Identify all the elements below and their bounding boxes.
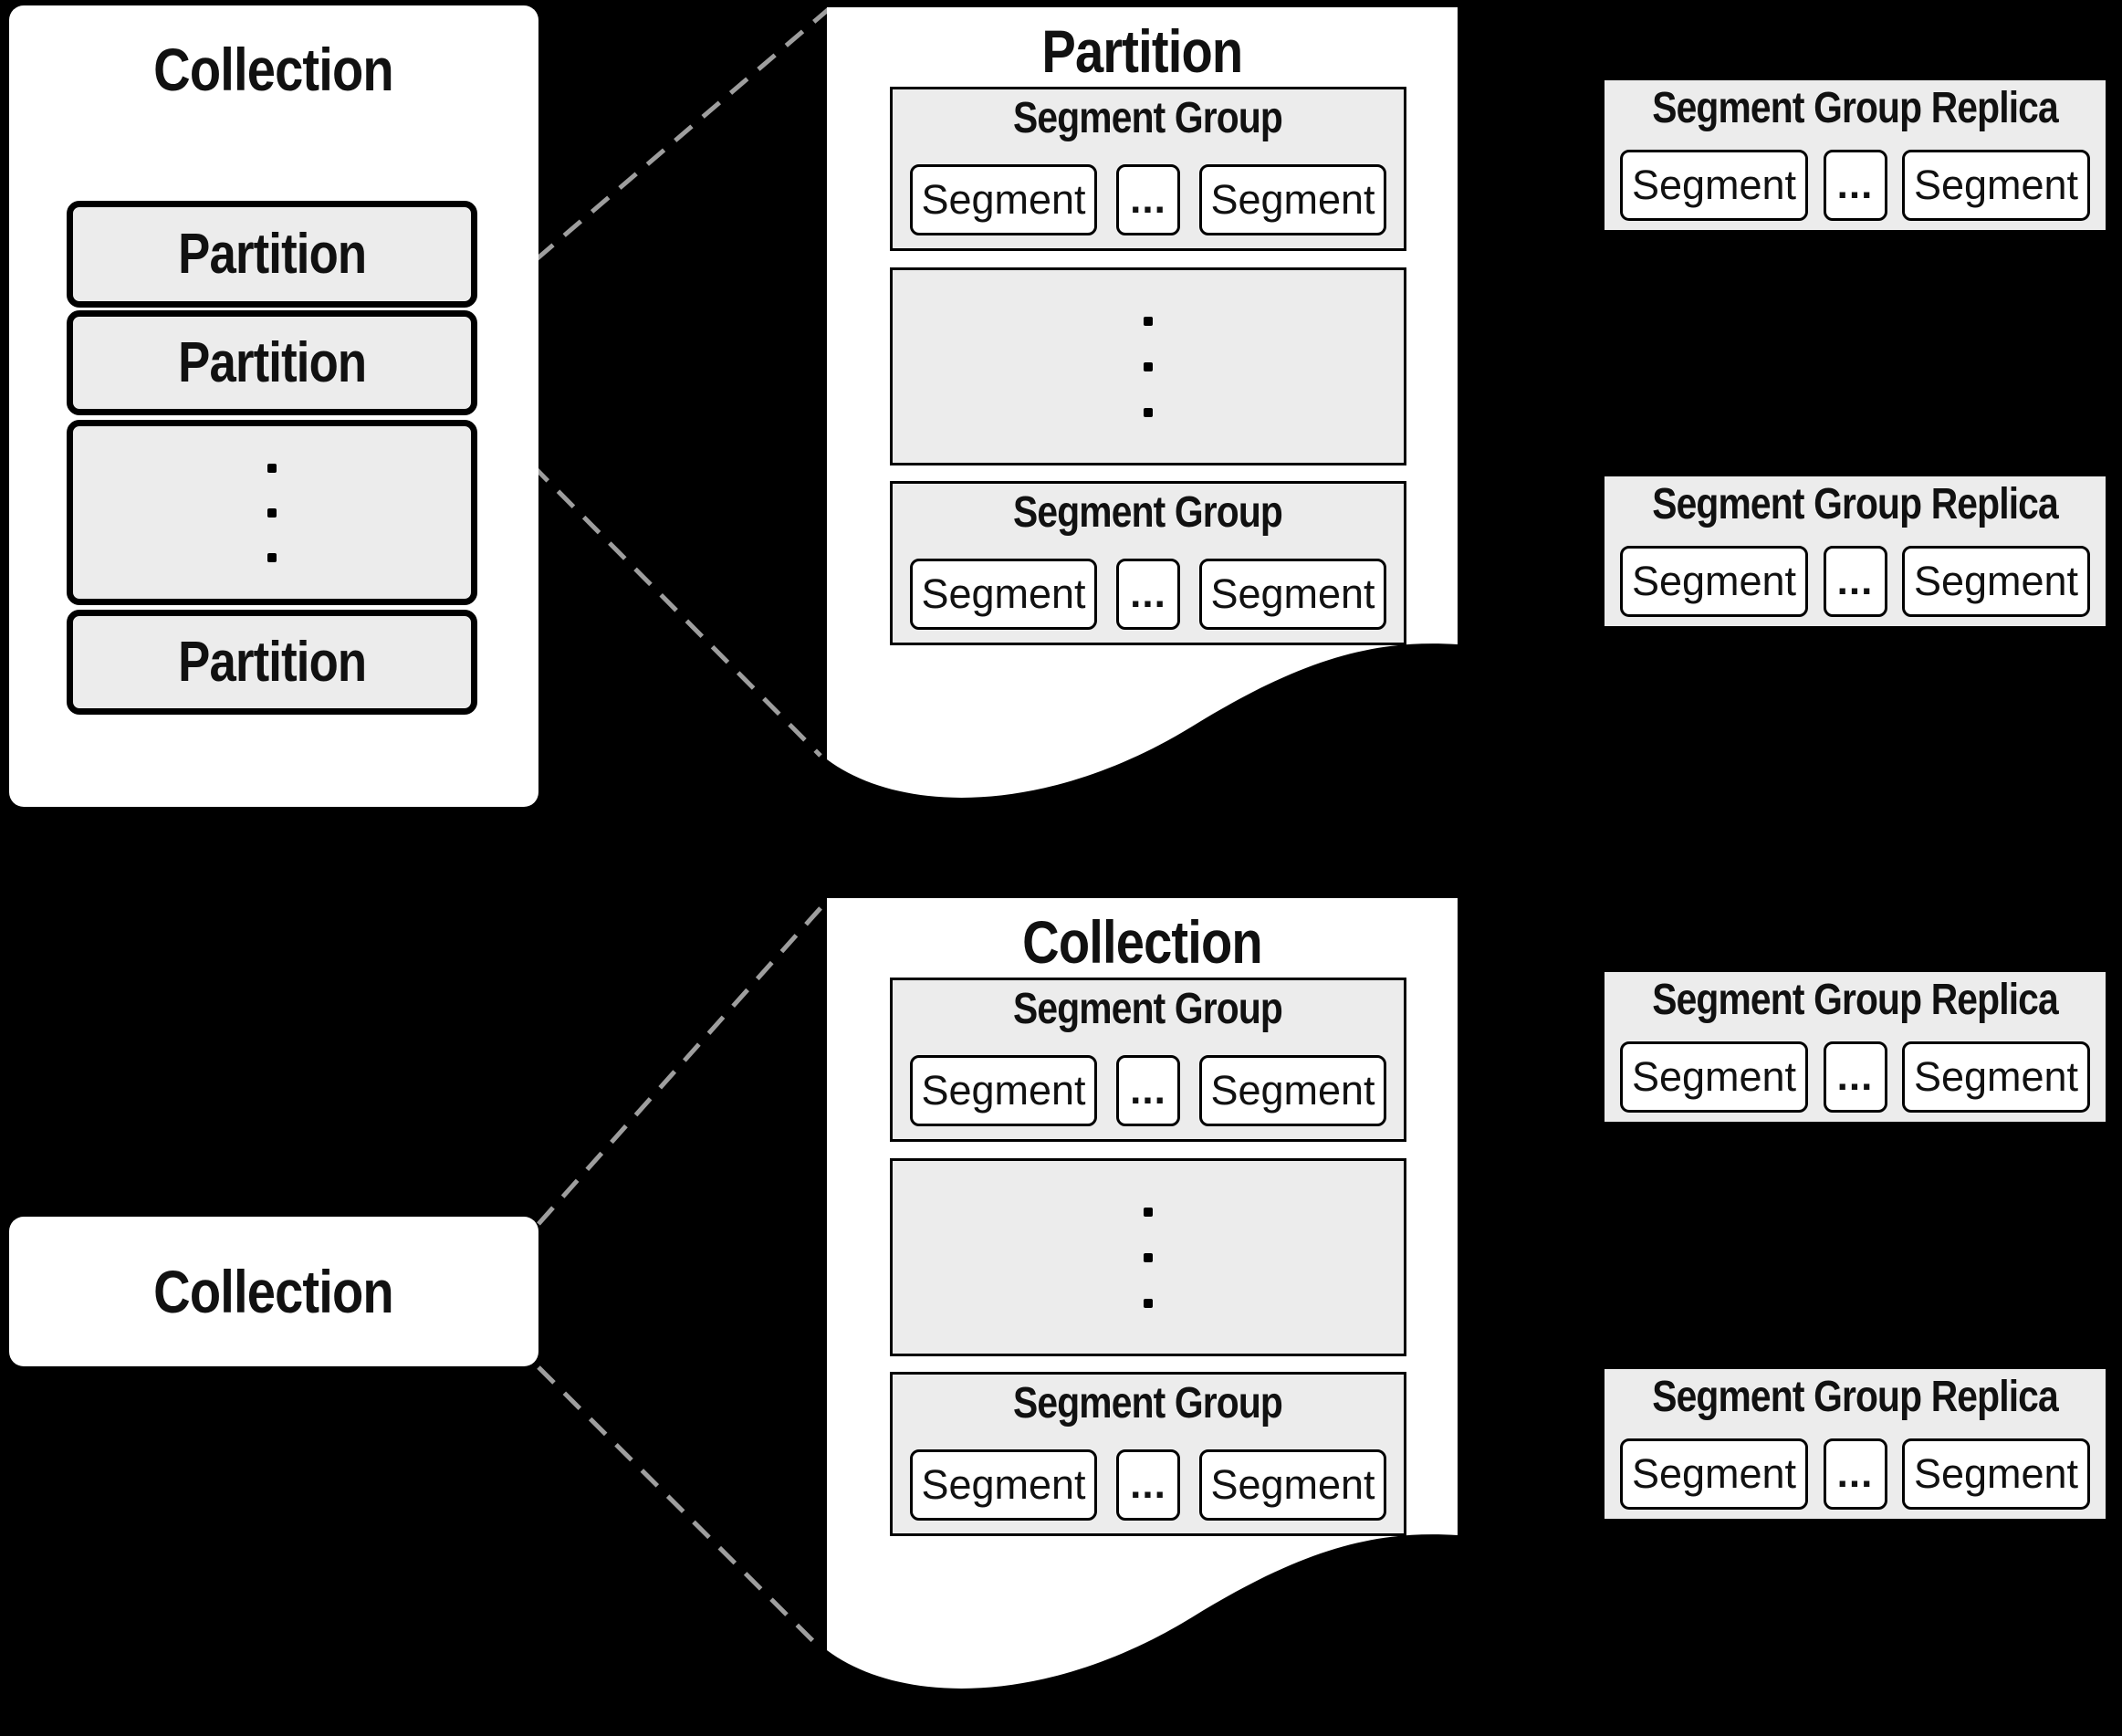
partition-detail-page: Partition Segment Group Segment ... Segm… bbox=[827, 7, 1458, 829]
segment-group-box: Segment Group Segment ... Segment bbox=[890, 87, 1406, 251]
ellipsis-dot bbox=[1144, 361, 1153, 371]
segment-box: Segment bbox=[1902, 546, 2090, 617]
segment-group-box: Segment Group Segment ... Segment bbox=[890, 1372, 1406, 1536]
segment-box: Segment bbox=[1620, 150, 1808, 221]
partition-box: Partition bbox=[67, 201, 477, 308]
segment-group-box: Segment Group Segment ... Segment bbox=[890, 978, 1406, 1142]
vertical-ellipsis-icon bbox=[893, 270, 1404, 463]
ellipsis-dot bbox=[1144, 316, 1153, 326]
ellipsis-dot bbox=[1144, 1252, 1153, 1262]
segment-row: Segment ... Segment bbox=[1620, 546, 2090, 617]
collection-card-title: Collection bbox=[153, 36, 395, 103]
segment-group-replica-box: Segment Group Replica Segment ... Segmen… bbox=[1602, 969, 2108, 1124]
segment-box: Segment bbox=[1199, 1055, 1386, 1126]
segment-group-replica-title: Segment Group Replica bbox=[1652, 84, 2058, 132]
segment-box: Segment bbox=[1620, 546, 1808, 617]
segment-box: Segment bbox=[1199, 164, 1386, 235]
zoom-dashed-connector-top-upper bbox=[479, 7, 831, 309]
ellipsis-box: ... bbox=[1116, 1449, 1180, 1521]
segment-row: Segment ... Segment bbox=[1620, 1438, 2090, 1510]
segment-box: Segment bbox=[1902, 1438, 2090, 1510]
zoom-dashed-connector-bottom-lower bbox=[537, 1365, 822, 1650]
segment-row: Segment ... Segment bbox=[1620, 150, 2090, 221]
ellipsis-box: ... bbox=[1116, 559, 1180, 630]
partition-box: Partition bbox=[67, 310, 477, 415]
vertical-ellipsis-icon bbox=[73, 426, 471, 599]
segment-row: Segment ... Segment bbox=[910, 1055, 1386, 1126]
ellipsis-box: ... bbox=[1823, 1041, 1887, 1113]
ellipsis-box: ... bbox=[1116, 164, 1180, 235]
segment-group-box: Segment Group Segment ... Segment bbox=[890, 481, 1406, 645]
segment-row: Segment ... Segment bbox=[910, 1449, 1386, 1521]
ellipsis-dot bbox=[267, 507, 277, 518]
segment-box: Segment bbox=[1620, 1438, 1808, 1510]
segment-group-title: Segment Group bbox=[1013, 1379, 1284, 1427]
segment-box: Segment bbox=[1199, 559, 1386, 630]
segment-group-title: Segment Group bbox=[1013, 488, 1284, 537]
more-partitions-box bbox=[67, 420, 477, 605]
ellipsis-dot bbox=[1144, 407, 1153, 417]
collection-label-card: Collection bbox=[9, 1217, 538, 1366]
segment-box: Segment bbox=[910, 164, 1097, 235]
collection-card: Collection Partition Partition Partition bbox=[9, 5, 538, 807]
segment-group-replica-title: Segment Group Replica bbox=[1652, 1373, 2058, 1421]
zoom-dashed-connector-bottom-upper bbox=[537, 898, 830, 1226]
collection-label-card-title: Collection bbox=[153, 1258, 395, 1325]
ellipsis-dot bbox=[267, 552, 277, 562]
segment-row: Segment ... Segment bbox=[1620, 1041, 2090, 1113]
partition-box: Partition bbox=[67, 610, 477, 715]
ellipsis-box: ... bbox=[1823, 150, 1887, 221]
page-title: Collection bbox=[1022, 908, 1263, 976]
more-segment-groups-box bbox=[890, 1158, 1406, 1356]
segment-box: Segment bbox=[1902, 1041, 2090, 1113]
collection-detail-page: Collection Segment Group Segment ... Seg… bbox=[827, 898, 1458, 1720]
ellipsis-box: ... bbox=[1823, 1438, 1887, 1510]
segment-box: Segment bbox=[910, 1449, 1097, 1521]
segment-group-replica-title: Segment Group Replica bbox=[1652, 976, 2058, 1024]
segment-group-title: Segment Group bbox=[1013, 985, 1284, 1033]
segment-group-replica-box: Segment Group Replica Segment ... Segmen… bbox=[1602, 78, 2108, 233]
segment-row: Segment ... Segment bbox=[910, 164, 1386, 235]
ellipsis-box: ... bbox=[1823, 546, 1887, 617]
more-segment-groups-box bbox=[890, 267, 1406, 465]
segment-group-replica-title: Segment Group Replica bbox=[1652, 480, 2058, 528]
segment-box: Segment bbox=[910, 1055, 1097, 1126]
segment-box: Segment bbox=[910, 559, 1097, 630]
segment-group-replica-box: Segment Group Replica Segment ... Segmen… bbox=[1602, 474, 2108, 629]
segment-box: Segment bbox=[1902, 150, 2090, 221]
segment-group-title: Segment Group bbox=[1013, 94, 1284, 142]
segment-box: Segment bbox=[1620, 1041, 1808, 1113]
ellipsis-dot bbox=[267, 463, 277, 473]
segment-row: Segment ... Segment bbox=[910, 559, 1386, 630]
segment-box: Segment bbox=[1199, 1449, 1386, 1521]
ellipsis-dot bbox=[1144, 1207, 1153, 1217]
vertical-ellipsis-icon bbox=[893, 1161, 1404, 1354]
ellipsis-dot bbox=[1144, 1298, 1153, 1308]
segment-group-replica-box: Segment Group Replica Segment ... Segmen… bbox=[1602, 1366, 2108, 1522]
ellipsis-box: ... bbox=[1116, 1055, 1180, 1126]
page-title: Partition bbox=[1041, 17, 1244, 85]
